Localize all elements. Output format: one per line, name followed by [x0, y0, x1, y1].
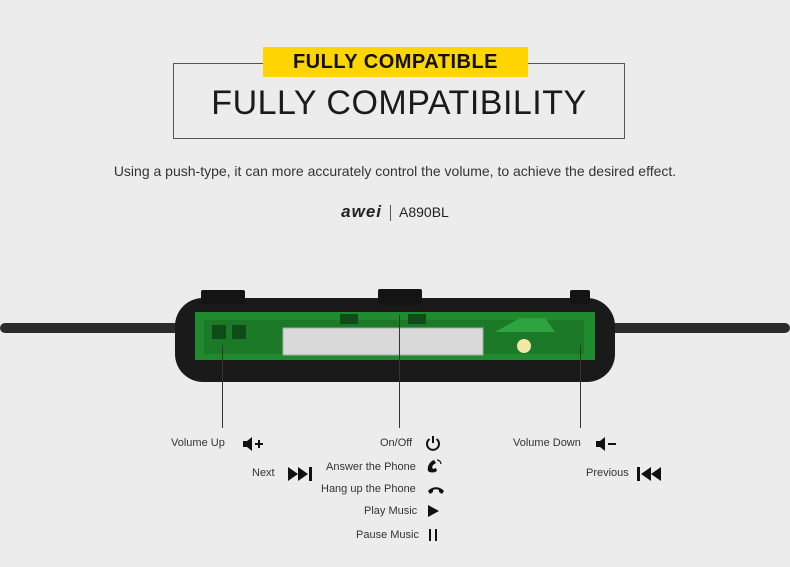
- next-icon: [288, 467, 312, 481]
- button-volume-up: [201, 290, 245, 304]
- brand-row: awei A890BL: [0, 202, 790, 222]
- cable-left: [0, 323, 180, 333]
- previous-icon: [637, 467, 661, 481]
- button-power: [378, 289, 422, 305]
- battery: [282, 327, 484, 356]
- label-volume-up: Volume Up: [171, 437, 225, 449]
- label-hangup-phone: Hang up the Phone: [321, 483, 416, 495]
- cable-right: [610, 323, 790, 333]
- page-title: FULLY COMPATIBILITY: [211, 84, 587, 122]
- antenna-pad: [495, 318, 555, 332]
- subtitle: Using a push-type, it can more accuratel…: [113, 163, 677, 179]
- led: [517, 339, 531, 353]
- brand-separator: [390, 205, 392, 222]
- label-previous: Previous: [586, 467, 629, 479]
- phone-answer-icon: [427, 459, 442, 473]
- label-next: Next: [252, 467, 275, 479]
- leader-power: [399, 315, 400, 428]
- model-name: A890BL: [399, 204, 449, 220]
- pause-icon: [429, 529, 437, 541]
- phone-hangup-icon: [428, 487, 444, 494]
- label-pause-music: Pause Music: [356, 529, 419, 541]
- volume-down-icon: [596, 437, 616, 451]
- label-play-music: Play Music: [364, 505, 418, 517]
- remote-control-device: [0, 289, 790, 382]
- volume-up-icon: [243, 437, 263, 451]
- label-on-off: On/Off: [380, 437, 413, 449]
- label-volume-down: Volume Down: [513, 437, 581, 449]
- leader-volume-down: [580, 345, 581, 428]
- brand-logo: awei: [341, 202, 383, 221]
- play-icon: [428, 505, 439, 517]
- leader-volume-up: [222, 345, 223, 428]
- label-answer-phone: Answer the Phone: [326, 461, 416, 473]
- button-volume-down: [570, 290, 590, 304]
- power-icon: [426, 436, 440, 451]
- compatible-badge: FULLY COMPATIBLE: [263, 47, 528, 77]
